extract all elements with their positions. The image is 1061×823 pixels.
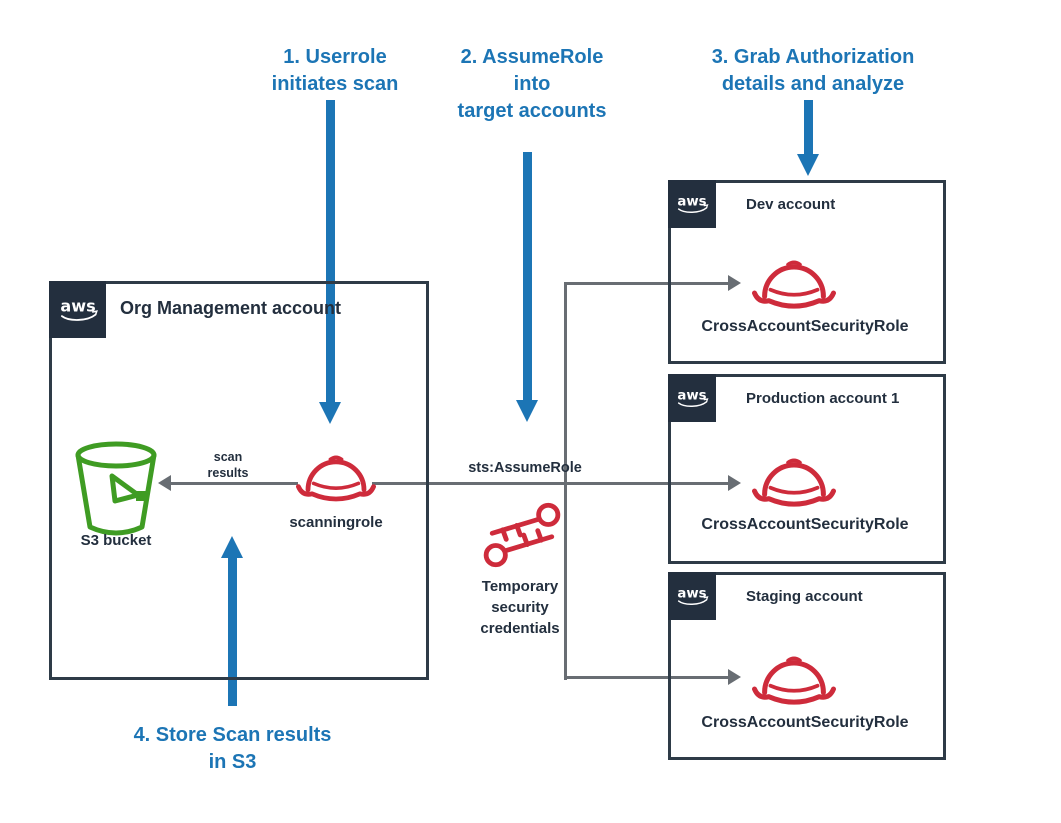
target-account-box-1	[668, 180, 946, 364]
step3-arrowhead-icon	[797, 154, 819, 176]
target-account-title-2: Production account 1	[746, 390, 900, 407]
cross-account-role-label-3: CrossAccountSecurityRole	[701, 714, 909, 731]
step2-label: 2. AssumeRole into target accounts	[457, 46, 607, 122]
target-account-title-1: Dev account	[746, 196, 836, 213]
assume-role-line	[372, 482, 728, 485]
store-results-arrowhead-icon	[158, 475, 171, 491]
branch-top-arrowhead-icon	[728, 275, 741, 291]
temporary-credentials-label: Temporary security credentials	[480, 578, 560, 637]
step2-arrow	[523, 152, 532, 400]
branch-line	[564, 282, 567, 680]
cross-account-role-label-1: CrossAccountSecurityRole	[701, 318, 909, 335]
aws-logo-text: aws	[60, 296, 95, 315]
branch-middle-arrowhead-icon	[728, 475, 741, 491]
branch-top-line	[564, 282, 728, 285]
scanning-role-hat-icon	[296, 455, 376, 502]
scanning-role-label: scanningrole	[289, 514, 383, 531]
target-account-box-2	[668, 374, 946, 564]
step4-arrow	[228, 558, 237, 706]
scanning-account-box	[49, 281, 429, 680]
branch-bottom-line	[564, 676, 728, 679]
step3-arrow	[804, 100, 813, 154]
aws-smile-logo-icon: aws	[677, 388, 709, 407]
step1-arrow	[326, 100, 335, 402]
cross-account-role-hat-icon	[752, 260, 836, 309]
aws-logo-badge: aws	[668, 374, 716, 422]
step1-arrowhead-icon	[319, 402, 341, 424]
temporary-credentials-keys-icon	[483, 502, 561, 568]
aws-logo-text: aws	[677, 388, 706, 403]
cross-account-role-label-2: CrossAccountSecurityRole	[701, 516, 909, 533]
step4-arrowhead-icon	[221, 536, 243, 558]
s3-bucket-label: S3 bucket	[80, 532, 152, 549]
step2-arrowhead-icon	[516, 400, 538, 422]
aws-smile-logo-icon: aws	[60, 296, 98, 321]
aws-smile-logo-icon: aws	[677, 586, 709, 605]
step4-label: 4. Store Scan results in S3	[133, 724, 332, 773]
scan-results-note: scan results	[207, 450, 249, 480]
s3-bucket-icon	[75, 441, 157, 536]
scanning-account-title: Org Management account	[120, 298, 342, 318]
target-account-box-3	[668, 572, 946, 760]
aws-smile-logo-icon: aws	[677, 194, 709, 213]
step1-label: 1. Userrole initiates scan	[271, 46, 399, 95]
role-to-bucket-line	[170, 482, 298, 485]
aws-logo-text: aws	[677, 586, 706, 601]
cross-account-role-hat-icon	[752, 656, 836, 705]
aws-logo-badge: aws	[49, 281, 106, 338]
sts-assumerole-label: sts:AssumeRole	[468, 460, 582, 476]
target-account-title-3: Staging account	[746, 588, 863, 605]
aws-logo-badge: aws	[668, 572, 716, 620]
branch-bottom-arrowhead-icon	[728, 669, 741, 685]
cross-account-role-hat-icon	[752, 458, 836, 507]
step3-label: 3. Grab Authorization details and analyz…	[711, 46, 915, 95]
aws-logo-text: aws	[677, 194, 706, 209]
aws-logo-badge: aws	[668, 180, 716, 228]
